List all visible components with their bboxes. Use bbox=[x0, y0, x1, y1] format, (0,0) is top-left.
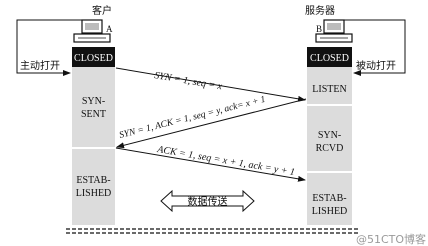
message-arrow-syn-ack bbox=[116, 98, 307, 149]
client-computer-icon bbox=[73, 19, 111, 43]
message-label-ack: ACK = 1, seq = x + 1, ack = y + 1 bbox=[156, 144, 296, 178]
server-state-closed bbox=[307, 47, 352, 67]
client-state-syn-sent-2: SENT bbox=[81, 109, 106, 120]
client-letter: A bbox=[106, 24, 113, 34]
client-action-label: 主动打开 bbox=[20, 59, 60, 72]
server-state-established-2: LISHED bbox=[312, 206, 348, 217]
svg-text:CLOSED: CLOSED bbox=[74, 53, 113, 64]
data-transfer-label: 数据传送 bbox=[188, 195, 228, 208]
client-name: 客户 bbox=[92, 4, 112, 17]
message-label-syn: SYN = 1, seq = x bbox=[153, 70, 223, 92]
svg-text:CLOSED: CLOSED bbox=[310, 53, 349, 64]
server-state-established-1: ESTAB- bbox=[312, 193, 346, 204]
client-state-established-2: LISHED bbox=[76, 188, 112, 199]
server-action-label: 被动打开 bbox=[356, 59, 396, 72]
server-letter: B bbox=[316, 24, 322, 34]
message-arrow-syn bbox=[115, 67, 306, 102]
server-state-syn-rcvd-1: SYN- bbox=[318, 130, 341, 141]
client-state-established-1: ESTAB- bbox=[76, 175, 110, 186]
server-open-bracket bbox=[344, 19, 406, 76]
client-state-syn-sent-1: SYN- bbox=[82, 96, 105, 107]
server-name: 服务器 bbox=[305, 4, 335, 17]
message-arrow-ack bbox=[115, 147, 306, 182]
client-timeline bbox=[72, 67, 115, 225]
data-transfer-arrow bbox=[160, 189, 255, 213]
server-state-syn-rcvd-2: RCVD bbox=[316, 143, 344, 154]
client-state-closed bbox=[72, 47, 115, 67]
server-computer-icon bbox=[315, 19, 353, 43]
client-open-bracket bbox=[16, 19, 82, 76]
server-state-listen: LISTEN bbox=[312, 84, 346, 95]
server-timeline bbox=[307, 67, 352, 225]
watermark: @51CTO博客 bbox=[356, 232, 426, 246]
message-label-syn-ack: SYN = 1, ACK = 1, seq = y, ack= x + 1 bbox=[118, 95, 266, 141]
